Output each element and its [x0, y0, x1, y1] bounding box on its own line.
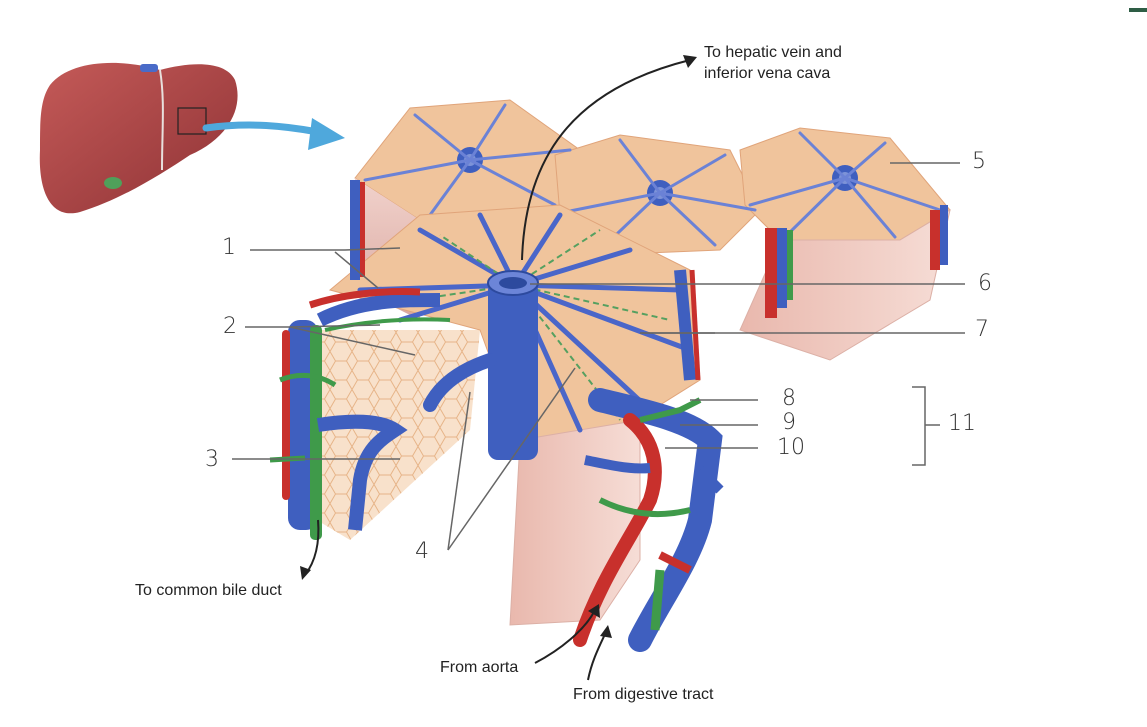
- arrow-heads: [300, 55, 697, 638]
- edge-vessels: [350, 180, 948, 318]
- zoom-box: [177, 107, 207, 135]
- leader-lines: [232, 162, 965, 551]
- label-5: 5: [972, 149, 986, 174]
- caption-hepatic-vein: To hepatic vein and inferior vena cava: [704, 42, 842, 84]
- liver-thumbnail: [39, 62, 238, 214]
- label-4: 4: [415, 539, 429, 564]
- label-6: 6: [978, 271, 992, 296]
- caption-hepatic-vein-line2: inferior vena cava: [704, 65, 831, 82]
- caption-hepatic-vein-line1: To hepatic vein and: [704, 44, 842, 61]
- back-sinusoids: [363, 103, 942, 252]
- label-2: 2: [223, 314, 237, 339]
- label-1: 1: [222, 235, 236, 260]
- corner-accent: [1129, 8, 1147, 12]
- label-3: 3: [205, 447, 219, 472]
- zoom-arrow: [202, 118, 345, 150]
- caption-aorta: From aorta: [440, 659, 519, 676]
- label-11: 11: [948, 411, 976, 436]
- portal-triad-right: [573, 269, 724, 652]
- central-vein: [423, 270, 539, 460]
- label-10: 10: [777, 435, 805, 460]
- portal-triad-left: [269, 288, 451, 540]
- label-9: 9: [782, 410, 796, 435]
- label-7: 7: [975, 317, 989, 342]
- label-8: 8: [782, 386, 796, 411]
- caption-bile-duct: To common bile duct: [135, 582, 282, 599]
- caption-digestive-tract: From digestive tract: [573, 686, 714, 703]
